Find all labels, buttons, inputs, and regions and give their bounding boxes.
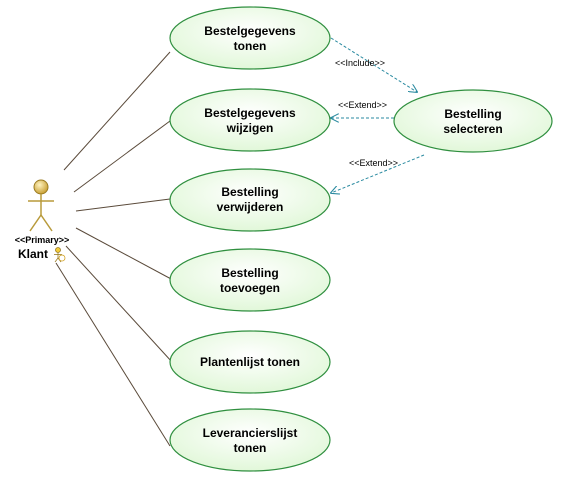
- use-case-label-line-1: Bestelling: [221, 266, 278, 280]
- use-case-label-line-1: Bestelling: [221, 185, 278, 199]
- use-case-label-line-2: tonen: [234, 441, 267, 455]
- use-case-label-line-1: Bestelling: [444, 107, 501, 121]
- use-case-label-line-1: Leverancierslijst: [203, 426, 298, 440]
- use-case-bestelling-selecteren[interactable]: Bestelling selecteren: [393, 89, 553, 153]
- extend-label-uc3: <<Extend>>: [349, 158, 398, 168]
- use-case-bestelling-toevoegen[interactable]: Bestelling toevoegen: [169, 248, 331, 312]
- association-uc3: [75, 198, 171, 212]
- use-case-plantenlijst-tonen[interactable]: Plantenlijst tonen: [169, 330, 331, 394]
- include-label: <<Include>>: [335, 58, 385, 68]
- associations: [55, 51, 174, 447]
- actor-stick-figure-icon: [28, 179, 54, 232]
- extend-label-uc2: <<Extend>>: [338, 100, 387, 110]
- primary-actor-icon: [54, 247, 66, 263]
- use-case-label-line-2: tonen: [234, 39, 267, 53]
- use-case-bestelling-verwijderen[interactable]: Bestelling verwijderen: [169, 168, 331, 232]
- use-case-label-line-2: verwijderen: [217, 200, 284, 214]
- actor-stereotype: <<Primary>>: [15, 235, 70, 245]
- association-uc4: [75, 227, 174, 281]
- association-uc2: [73, 120, 171, 193]
- use-case-label-line-2: toevoegen: [220, 281, 280, 295]
- use-case-label-line-2: wijzigen: [226, 121, 274, 135]
- association-uc1: [63, 51, 171, 171]
- dependencies: <<Include>> <<Extend>> <<Extend>>: [330, 37, 425, 193]
- actor-klant[interactable]: <<Primary>> Klant: [15, 179, 70, 263]
- extend-relation-uc3: [331, 154, 425, 193]
- association-uc5: [65, 245, 173, 363]
- use-case-label-line-1: Bestelgegevens: [204, 106, 296, 120]
- use-case-bestelgegevens-tonen[interactable]: Bestelgegevens tonen: [169, 6, 331, 70]
- use-case-label-line-1: Plantenlijst tonen: [200, 355, 300, 369]
- include-relation: [330, 37, 417, 92]
- use-case-leverancierslijst-tonen[interactable]: Leverancierslijst tonen: [169, 408, 331, 472]
- use-case-bestelgegevens-wijzigen[interactable]: Bestelgegevens wijzigen: [169, 88, 331, 152]
- use-case-label-line-2: selecteren: [443, 122, 502, 136]
- association-uc6: [55, 262, 171, 447]
- use-case-label-line-1: Bestelgegevens: [204, 24, 296, 38]
- actor-name: Klant: [18, 247, 48, 261]
